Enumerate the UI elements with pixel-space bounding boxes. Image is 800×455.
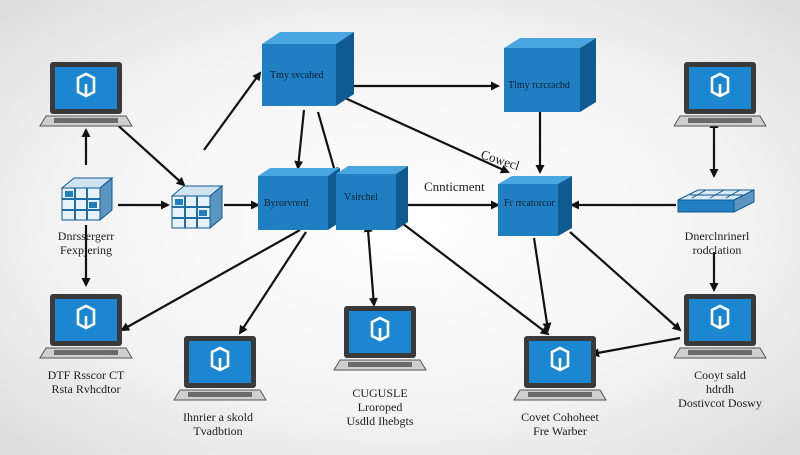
grid-panel-icon-right[interactable] — [677, 189, 755, 213]
caption-bottom-right-laptop: Cooyt sald hdrdh Dostivcot Doswy — [678, 368, 762, 410]
caption-right-cube: Dnerclnrinerl rodclation — [684, 229, 750, 257]
laptop-icon-bottom-left[interactable] — [38, 292, 134, 360]
connection-arrows — [81, 71, 719, 358]
edge-label-connect: Cnnticment — [424, 179, 485, 194]
grid-cube-icon-center[interactable] — [171, 185, 223, 229]
cube-label: Vsirchel — [344, 192, 378, 203]
server-cube-top-right[interactable]: Tlmy rcrcrachd — [504, 38, 596, 112]
cube-label: Tmy svcahed — [270, 70, 324, 81]
grid-cube-icon-left[interactable] — [61, 177, 113, 221]
laptop-icon-bottom-right[interactable] — [672, 292, 768, 360]
server-cube-mid-center[interactable]: Vsirchel — [336, 166, 408, 230]
cube-label: Fr rrcatorcor — [504, 198, 555, 209]
cube-label: Byrorvrerd — [264, 198, 308, 209]
server-cube-top-left[interactable]: Tmy svcahed — [262, 32, 354, 106]
laptop-icon-bottom-4[interactable] — [512, 334, 608, 402]
caption-left-cube: Dnrssergerr Fexpjering — [57, 229, 115, 257]
laptop-icon-top-right[interactable] — [672, 60, 768, 128]
caption-bottom-left-laptop: DTF Rsscor CT Rsta Rvhcdtor — [47, 368, 125, 396]
server-cube-mid-right[interactable]: Fr rrcatorcor — [498, 176, 572, 236]
caption-bottom-laptop-2: Ihnrier a skold Tvadbtion — [183, 410, 253, 438]
laptop-icon-top-left[interactable] — [38, 60, 134, 128]
caption-bottom-laptop-3: CUGUSLE Lroroped Usdld Ihebgts — [346, 386, 414, 428]
laptop-icon-bottom-3[interactable] — [332, 304, 428, 372]
server-cube-mid-left[interactable]: Byrorvrerd — [258, 168, 340, 230]
laptop-icon-bottom-2[interactable] — [172, 334, 268, 402]
cube-label: Tlmy rcrcrachd — [508, 80, 570, 91]
caption-bottom-laptop-4: Covet Cohoheet Fre Warber — [521, 410, 599, 438]
